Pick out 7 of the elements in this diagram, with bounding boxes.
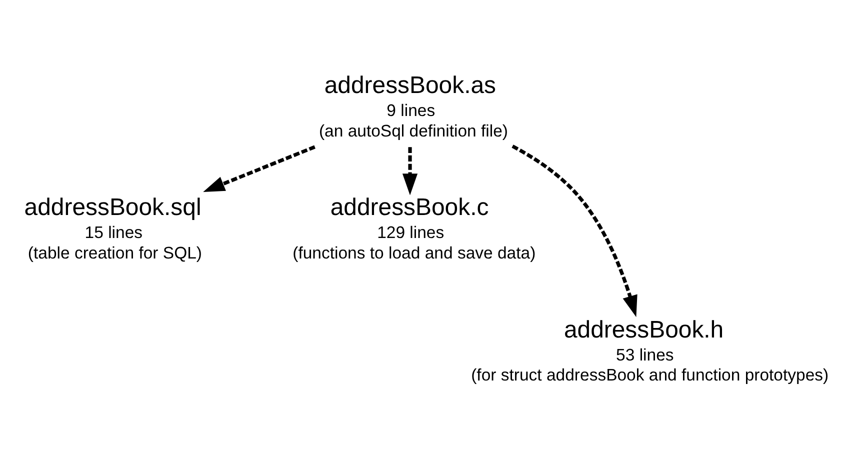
arrow xyxy=(512,144,638,317)
arrow xyxy=(402,146,418,195)
node-text: addressBook.sql 15 lines (table creation for SQL) xyxy=(24,194,202,262)
node-text: addressBook.c 129 lines (functions to load and save data) xyxy=(292,194,536,262)
arrow xyxy=(203,144,316,192)
node-text: addressBook.h 53 lines (for struct addressBook and function prototypes) xyxy=(471,316,829,384)
node-text: addressBook.as 9 lines (an autoSql definition file) xyxy=(318,71,508,140)
